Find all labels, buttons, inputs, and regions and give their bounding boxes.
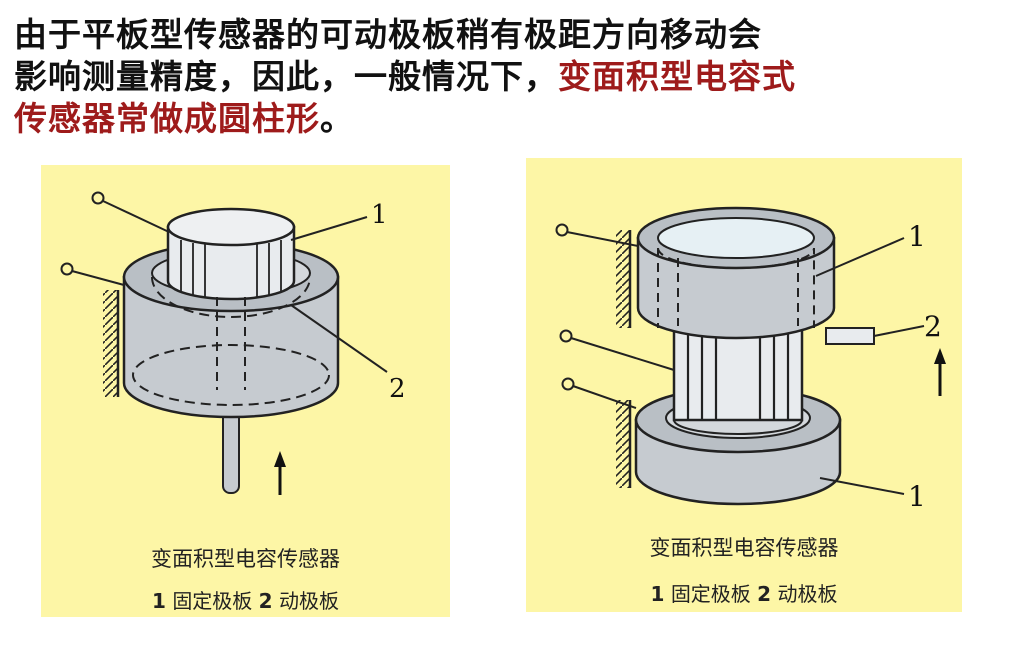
figure-right-illustration: 1 2 1 <box>555 206 946 513</box>
wall-hatch <box>103 290 120 397</box>
figure-right-panel: 1 2 1 变面积型电容传感器 1 固定极板 2 动极板 <box>526 158 962 612</box>
figure-left-panel: 1 2 变面积型电容传感器 1 固定极板 2 动极板 <box>41 165 450 617</box>
fixed-plate-ring-top <box>636 206 836 340</box>
wall-hatch-bottom <box>616 400 632 488</box>
figure-left-illustration: 1 2 <box>60 191 406 495</box>
heading-line1: 由于平板型传感器的可动极板稍有极距方向移动会 <box>14 15 762 54</box>
slide-heading: 由于平板型传感器的可动极板稍有极距方向移动会影响测量精度，因此，一般情况下，变面… <box>14 14 1004 140</box>
figure-left-caption: 变面积型电容传感器 <box>151 547 340 571</box>
figure-left-legend: 1 固定极板 2 动极板 <box>152 589 339 613</box>
motion-arrow <box>274 451 286 495</box>
moving-plate-cylinder <box>672 326 804 435</box>
heading-line3-highlight: 传感器常做成圆柱形 <box>14 99 320 138</box>
side-rod <box>825 327 875 345</box>
moving-plate-cylinder <box>166 207 296 390</box>
terminal-wires <box>60 191 170 286</box>
callout-2: 2 <box>389 374 406 404</box>
callout-1-bottom: 1 <box>908 480 926 513</box>
heading-line3-end: 。 <box>320 99 354 138</box>
callout-lines <box>815 237 925 495</box>
heading-line2-highlight: 变面积型电容式 <box>558 57 796 96</box>
callout-1-top: 1 <box>908 220 926 253</box>
wall-hatch-top <box>616 230 632 328</box>
figure-right-legend: 1 固定极板 2 动极板 <box>650 582 838 606</box>
figure-right-caption: 变面积型电容传感器 <box>649 536 839 560</box>
heading-line2: 影响测量精度，因此，一般情况下， <box>14 57 558 96</box>
terminal-wires <box>555 223 675 409</box>
motion-arrow <box>934 348 946 396</box>
callout-lines <box>290 216 388 373</box>
callout-2: 2 <box>924 310 942 343</box>
callout-1: 1 <box>371 200 388 230</box>
